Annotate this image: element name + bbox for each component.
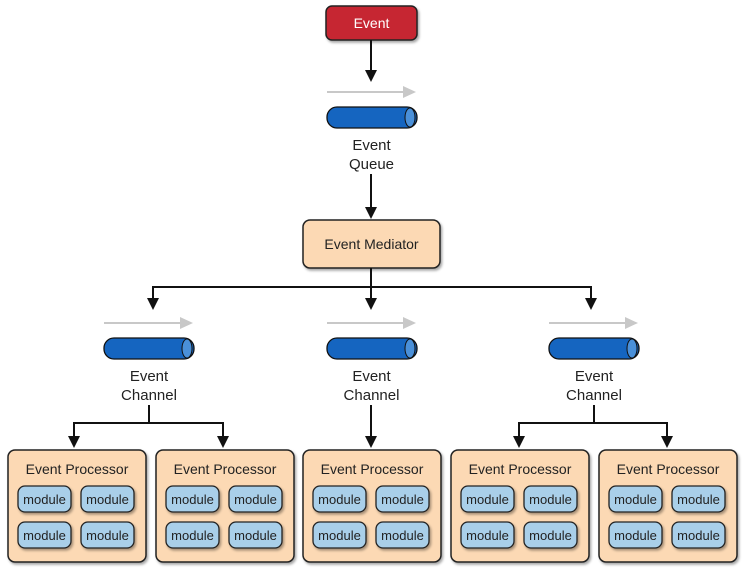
module-box: module (523, 521, 578, 549)
queue-label-line1: Event (352, 137, 391, 154)
channel-label-line2: Channel (121, 387, 177, 404)
flow-direction-arrow (549, 317, 638, 329)
module-label: module (529, 492, 572, 507)
module-label: module (614, 528, 657, 543)
module-label: module (318, 528, 361, 543)
event-processor-4: Event Processor module module module module (450, 449, 590, 563)
event-processor-5: Event Processor module module module module (598, 449, 738, 563)
processor-title: Event Processor (26, 461, 129, 477)
channel-pipe (326, 337, 418, 360)
module-box: module (228, 485, 283, 513)
flow-direction-arrow (327, 86, 416, 98)
event-label: Event (354, 15, 390, 31)
module-box: module (165, 521, 220, 549)
module-box: module (671, 485, 726, 513)
event-processor-3: Event Processor module module module module (302, 449, 442, 563)
module-box: module (80, 485, 135, 513)
module-label: module (171, 528, 214, 543)
module-label: module (381, 528, 424, 543)
module-box: module (17, 485, 72, 513)
module-box: module (228, 521, 283, 549)
module-label: module (23, 492, 66, 507)
processor-title: Event Processor (469, 461, 572, 477)
channel-1-to-processors-connector (68, 405, 229, 448)
module-box: module (523, 485, 578, 513)
queue-label-line2: Queue (349, 156, 394, 173)
module-box: module (375, 521, 430, 549)
module-label: module (529, 528, 572, 543)
queue-pipe (326, 106, 418, 129)
processor-title: Event Processor (321, 461, 424, 477)
mediator-label: Event Mediator (324, 236, 418, 252)
channel-label-line2: Channel (566, 387, 622, 404)
flow-direction-arrow (327, 317, 416, 329)
module-label: module (318, 492, 361, 507)
mediator-to-channels-connector (147, 268, 597, 310)
module-box: module (460, 485, 515, 513)
module-label: module (466, 528, 509, 543)
module-label: module (23, 528, 66, 543)
channel-3-to-processors-connector (513, 405, 673, 448)
event-node: Event (325, 5, 418, 41)
channel-label-line1: Event (575, 368, 614, 385)
channel-pipe (103, 337, 195, 360)
processor-title: Event Processor (617, 461, 720, 477)
queue-to-mediator-arrow (365, 174, 377, 219)
event-mediator-node: Event Mediator (302, 219, 441, 269)
channel-label-line1: Event (352, 368, 391, 385)
module-box: module (165, 485, 220, 513)
module-label: module (234, 492, 277, 507)
event-processor-2: Event Processor module module module module (155, 449, 295, 563)
event-queue: Event Queue (326, 86, 418, 173)
module-box: module (671, 521, 726, 549)
module-label: module (234, 528, 277, 543)
channel-label-line2: Channel (344, 387, 400, 404)
module-box: module (312, 485, 367, 513)
module-label: module (677, 528, 720, 543)
channel-pipe (548, 337, 640, 360)
module-label: module (466, 492, 509, 507)
module-label: module (614, 492, 657, 507)
module-label: module (171, 492, 214, 507)
processor-title: Event Processor (174, 461, 277, 477)
event-channel-1: Event Channel (103, 317, 195, 404)
module-box: module (312, 521, 367, 549)
event-processor-1: Event Processor module module module module (7, 449, 147, 563)
module-box: module (80, 521, 135, 549)
flow-direction-arrow (104, 317, 193, 329)
event-channel-3: Event Channel (548, 317, 640, 404)
module-box: module (608, 521, 663, 549)
module-label: module (677, 492, 720, 507)
module-label: module (86, 492, 129, 507)
module-box: module (17, 521, 72, 549)
module-label: module (381, 492, 424, 507)
event-to-queue-arrow (365, 40, 377, 82)
channel-label-line1: Event (130, 368, 169, 385)
module-label: module (86, 528, 129, 543)
module-box: module (460, 521, 515, 549)
module-box: module (375, 485, 430, 513)
event-channel-2: Event Channel (326, 317, 418, 404)
channel-2-to-processor-connector (365, 405, 377, 448)
module-box: module (608, 485, 663, 513)
